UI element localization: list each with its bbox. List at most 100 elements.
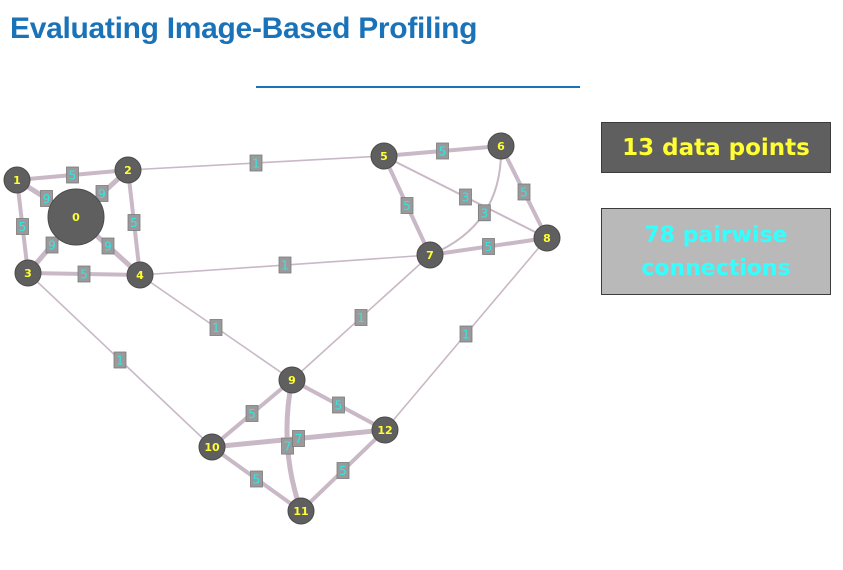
edge-weight-label: 3 <box>477 204 491 222</box>
node-label: 10 <box>204 441 220 454</box>
data-points-box: 13 data points <box>601 122 831 173</box>
edge-weight-text: 1 <box>357 311 365 325</box>
edge-weight-badge <box>209 319 223 336</box>
edge-weight-badge <box>249 154 263 172</box>
node-circle <box>278 366 306 394</box>
node-label: 9 <box>288 374 296 387</box>
pairwise-connections-box: 78 pairwise connections <box>601 208 831 295</box>
edge-weight-badge <box>278 256 292 274</box>
edge-weight-badge <box>482 238 495 255</box>
edge-weight-badge <box>101 237 115 255</box>
edge-weight-text: 1 <box>462 328 470 342</box>
edge-weight-label: 5 <box>332 396 345 414</box>
node-label: 0 <box>72 211 80 224</box>
edge-weight-label: 7 <box>292 430 305 447</box>
node-label: 5 <box>380 150 388 163</box>
edge-weight-label: 7 <box>281 437 294 455</box>
edge-weight-text: 3 <box>481 206 489 220</box>
edge-weight-label: 5 <box>127 214 141 231</box>
edge-weight-badge <box>113 351 127 369</box>
edge-weight-badge <box>400 197 414 214</box>
edge-weight-badge <box>77 265 91 283</box>
edge-weight-badge <box>245 405 259 422</box>
edge-weight-label: 1 <box>459 325 473 343</box>
edge-weight-badge <box>16 218 29 235</box>
node-circle <box>47 188 105 246</box>
node-circle <box>370 142 398 170</box>
edge-weight-badge <box>336 462 350 479</box>
edge-weight-badge <box>459 188 472 206</box>
edge-weight-text: 5 <box>485 240 493 254</box>
node-label: 7 <box>426 249 434 262</box>
node-label: 3 <box>24 267 32 280</box>
edge-weight-label: 1 <box>354 309 368 326</box>
edge-weight-label: 9 <box>45 236 59 254</box>
node-9: 9 <box>278 366 306 394</box>
edge-weight-badge <box>40 190 53 207</box>
edge-weight-label: 5 <box>436 142 449 160</box>
edge-weight-text: 1 <box>116 354 124 368</box>
edge-weight-label: 5 <box>400 197 414 214</box>
edge-weight-text: 5 <box>339 464 347 478</box>
edge-weight-label: 9 <box>40 190 53 207</box>
node-6: 6 <box>487 132 515 160</box>
edge-weight-text: 5 <box>520 186 528 200</box>
node-circle <box>14 259 42 287</box>
edge-weight-text: 5 <box>439 145 447 159</box>
edge-weight-label: 1 <box>209 319 223 336</box>
edge-weight-text: 9 <box>104 240 112 254</box>
node-circle <box>126 261 154 289</box>
edge-weight-label: 5 <box>250 470 263 488</box>
edge-weight-badge <box>66 166 79 184</box>
edge-weight-badge <box>95 185 109 202</box>
node-12: 12 <box>371 416 399 444</box>
edge-weight-label: 1 <box>113 351 127 369</box>
edge-weight-text: 1 <box>281 259 289 273</box>
edge-weight-text: 9 <box>48 239 56 253</box>
title-underline <box>256 86 580 88</box>
edge-weight-label: 5 <box>77 265 91 283</box>
node-circle <box>287 497 315 525</box>
edge-weight-badge <box>436 142 449 160</box>
edge-weight-text: 5 <box>335 399 343 413</box>
node-label: 11 <box>293 505 308 518</box>
node-circle <box>198 433 226 461</box>
node-2: 2 <box>114 156 142 184</box>
node-4: 4 <box>126 261 154 289</box>
edge-weight-text: 1 <box>252 157 260 171</box>
node-circle <box>533 224 561 252</box>
edge-weight-label: 5 <box>482 238 495 255</box>
node-8: 8 <box>533 224 561 252</box>
node-0: 0 <box>47 188 105 246</box>
node-label: 8 <box>543 232 551 245</box>
edge-weight-label: 5 <box>517 183 531 201</box>
edge-weight-label: 5 <box>336 462 350 479</box>
node-label: 1 <box>13 174 21 187</box>
node-7: 7 <box>416 241 444 269</box>
edge-weight-badge <box>517 183 531 201</box>
edge-weight-label: 9 <box>95 185 109 202</box>
node-circle <box>114 156 142 184</box>
edge-weight-label: 3 <box>459 188 472 206</box>
edge-weight-text: 3 <box>462 191 470 205</box>
data-points-label: 13 data points <box>622 134 810 161</box>
edge-weight-text: 5 <box>69 169 77 183</box>
node-circle <box>487 132 515 160</box>
edge-weight-text: 5 <box>403 199 411 213</box>
edge-weight-badge <box>459 325 473 343</box>
edge-weight-text: 5 <box>80 268 88 282</box>
node-11: 11 <box>287 497 315 525</box>
page-title: Evaluating Image-Based Profiling <box>10 12 478 45</box>
edge-weight-label: 1 <box>249 154 263 172</box>
edge-weight-text: 5 <box>130 216 138 230</box>
node-label: 4 <box>136 269 144 282</box>
node-10: 10 <box>198 433 226 461</box>
node-5: 5 <box>370 142 398 170</box>
edge-weight-badge <box>477 204 491 222</box>
edge-weight-text: 1 <box>212 321 220 335</box>
edge-weight-label: 5 <box>245 405 259 422</box>
edge-weight-badge <box>45 236 59 254</box>
node-label: 12 <box>377 424 392 437</box>
